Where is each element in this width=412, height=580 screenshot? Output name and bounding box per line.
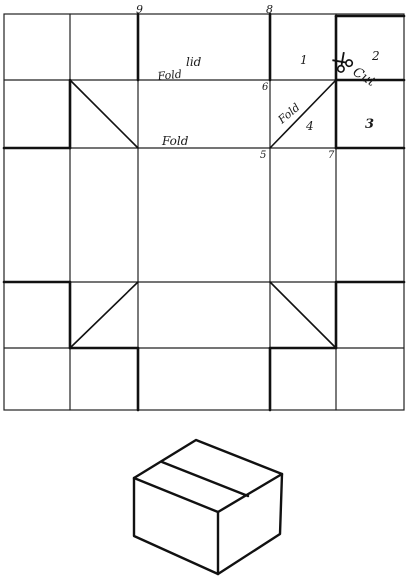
diagonal-fold-bottom-left xyxy=(69,281,139,349)
scissors-icon xyxy=(332,51,354,73)
region-number-4: 4 xyxy=(305,119,314,133)
vertical-grid-lines xyxy=(69,13,337,411)
region-number-3: 3 xyxy=(365,117,374,132)
box-side-face xyxy=(216,472,284,576)
fold-label-diagonal: Fold xyxy=(275,101,303,127)
corner-label-7: 7 xyxy=(328,150,335,161)
fold-label-top: Fold xyxy=(156,68,182,84)
region-number-2: 2 xyxy=(371,49,380,63)
corner-label-6: 6 xyxy=(262,82,269,93)
fold-label-middle: Fold xyxy=(161,134,189,148)
cut-label: Cut xyxy=(350,65,379,91)
box-top-face xyxy=(132,438,284,514)
corner-label-8: 8 xyxy=(266,3,273,16)
diagonal-fold-bottom-right xyxy=(269,281,337,349)
cut-lines xyxy=(2,12,406,412)
corner-label-9: 9 xyxy=(136,3,143,16)
diagonal-fold-top-left xyxy=(69,79,139,149)
region-number-1: 1 xyxy=(300,53,308,67)
closed-box-illustration xyxy=(132,438,284,576)
pattern-outer-border xyxy=(3,13,405,411)
box-front-face xyxy=(132,476,220,576)
box-lid-seam xyxy=(160,460,250,498)
corner-label-5: 5 xyxy=(260,150,266,161)
horizontal-grid-lines xyxy=(3,79,405,349)
diagonal-folds xyxy=(69,79,337,349)
lid-label: lid xyxy=(186,55,202,69)
diagonal-fold-top-right xyxy=(269,79,337,149)
